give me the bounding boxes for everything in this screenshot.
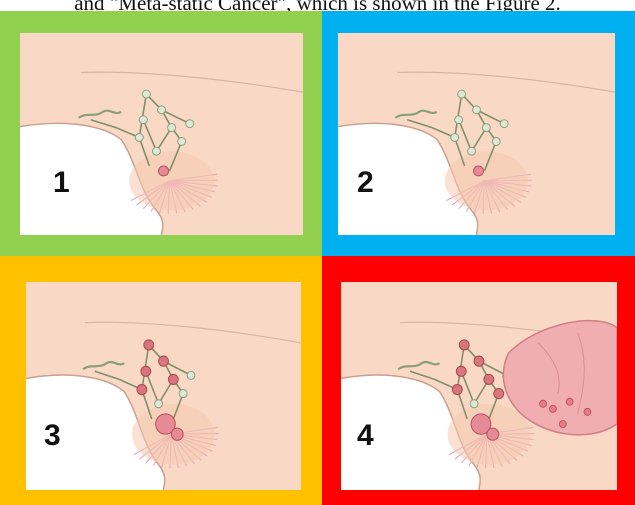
lymph-node [470,400,478,408]
affected-lymph-node [159,356,169,366]
stage-3-illustration [26,282,301,490]
affected-lymph-node [144,340,154,350]
lymph-node [187,371,195,379]
stage-2-panel: 2 [322,11,635,256]
stage-3-panel: 3 [0,256,322,505]
lymph-node [186,120,194,128]
lymph-node [168,124,176,132]
lymph-node [451,134,459,142]
gland-core [129,151,214,210]
affected-lymph-node [452,384,462,394]
lymph-node [139,116,147,124]
lymph-node [157,106,165,114]
lymph-node [482,124,490,132]
tumor-lobe [487,428,499,440]
lymph-node [155,400,163,408]
lymph-node [178,137,186,145]
anatomy-drawing [338,33,615,235]
primary-tumor [474,166,484,176]
anatomy-drawing [341,282,617,490]
lymph-node [135,134,143,142]
anatomy-drawing [26,282,301,490]
stage-4-panel: 4 [322,256,635,505]
metastasis-spot [566,398,573,405]
lymph-node [458,90,466,98]
gland-core [445,151,528,210]
affected-lymph-node [141,366,151,376]
anatomy-drawing [20,33,303,235]
metastasis-spot [584,408,591,415]
lymph-node [455,116,463,124]
affected-lymph-node [168,374,178,384]
lymph-node [179,390,187,398]
lymph-node [152,147,160,155]
affected-lymph-node [456,366,466,376]
lymph-node [468,147,476,155]
stage-4-illustration [341,282,617,490]
stage-1-number: 1 [53,168,70,198]
lymph-node [142,90,150,98]
affected-lymph-node [484,374,494,384]
stage-1-illustration [20,33,303,235]
tumor-lobe [171,428,183,440]
stage-2-number: 2 [357,168,374,198]
stage-2-illustration [338,33,615,235]
primary-tumor [158,166,168,176]
affected-lymph-node [494,389,504,399]
metastasis-spot [540,400,547,407]
affected-lymph-node [459,340,469,350]
stage-3-number: 3 [44,421,61,451]
stage-1-panel: 1 [0,11,322,256]
affected-lymph-node [474,356,484,366]
lymph-node [500,120,508,128]
metastasis-spot [549,405,556,412]
stage-4-number: 4 [357,421,374,451]
lymph-node [473,106,481,114]
lymph-node [492,137,500,145]
affected-lymph-node [137,384,147,394]
metastasis-spot [559,420,566,427]
